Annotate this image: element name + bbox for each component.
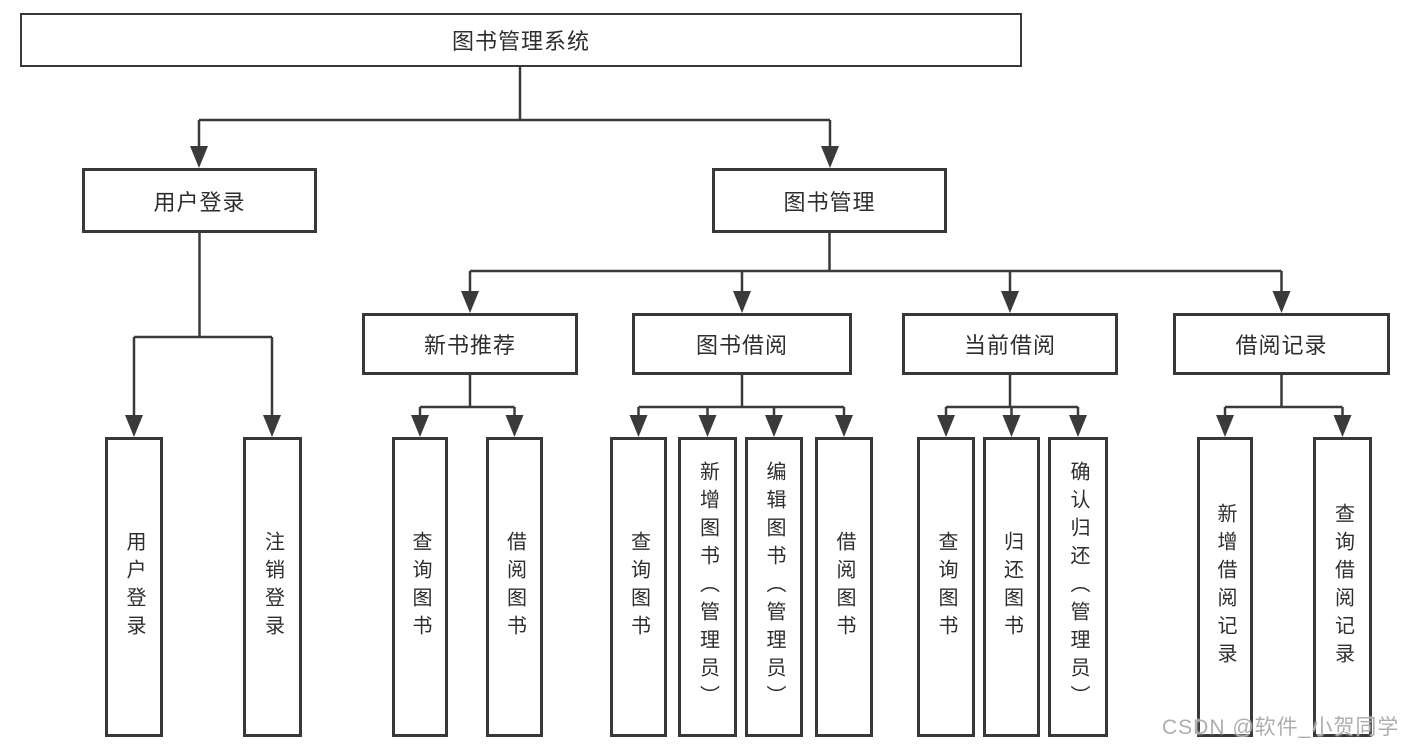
node-book-borrow: 图书借阅 [632, 313, 852, 375]
leaf-borrow-books: 借阅图书 [815, 437, 873, 737]
root-node-library-system: 图书管理系统 [20, 13, 1022, 67]
connector-root-to-level2 [197, 67, 832, 150]
connector-user-login-children [132, 233, 274, 419]
leaf-confirm-return-admin: 确认归还（管理员） [1048, 437, 1108, 737]
csdn-watermark: CSDN @软件_小贺同学 [1162, 716, 1400, 739]
node-book-management: 图书管理 [712, 168, 947, 233]
arrowheads-user-login-children [125, 415, 281, 437]
node-borrow-records: 借阅记录 [1173, 313, 1390, 375]
leaf-query-books-borrow: 查询图书 [610, 437, 667, 737]
node-user-login: 用户登录 [82, 168, 317, 233]
arrowheads-leaves [411, 415, 1352, 437]
leaf-add-books-admin: 新增图书（管理员） [678, 437, 737, 737]
connector-group-children [418, 375, 1344, 419]
node-new-book-recommend: 新书推荐 [362, 313, 578, 375]
leaf-borrow-books-recommend: 借阅图书 [486, 437, 543, 737]
arrowheads-level2 [190, 146, 839, 168]
leaf-user-login: 用户登录 [105, 437, 163, 737]
leaf-logout: 注销登录 [243, 437, 302, 737]
leaf-edit-books-admin: 编辑图书（管理员） [745, 437, 803, 737]
node-current-borrow: 当前借阅 [902, 313, 1118, 375]
leaf-query-books-current: 查询图书 [917, 437, 975, 737]
leaf-add-borrow-record: 新增借阅记录 [1197, 437, 1253, 737]
leaf-query-books-recommend: 查询图书 [392, 437, 448, 737]
connector-book-management-children [468, 233, 1283, 295]
leaf-return-books: 归还图书 [983, 437, 1040, 737]
leaf-query-borrow-record: 查询借阅记录 [1313, 437, 1372, 737]
arrowheads-book-management-children [461, 291, 1291, 313]
